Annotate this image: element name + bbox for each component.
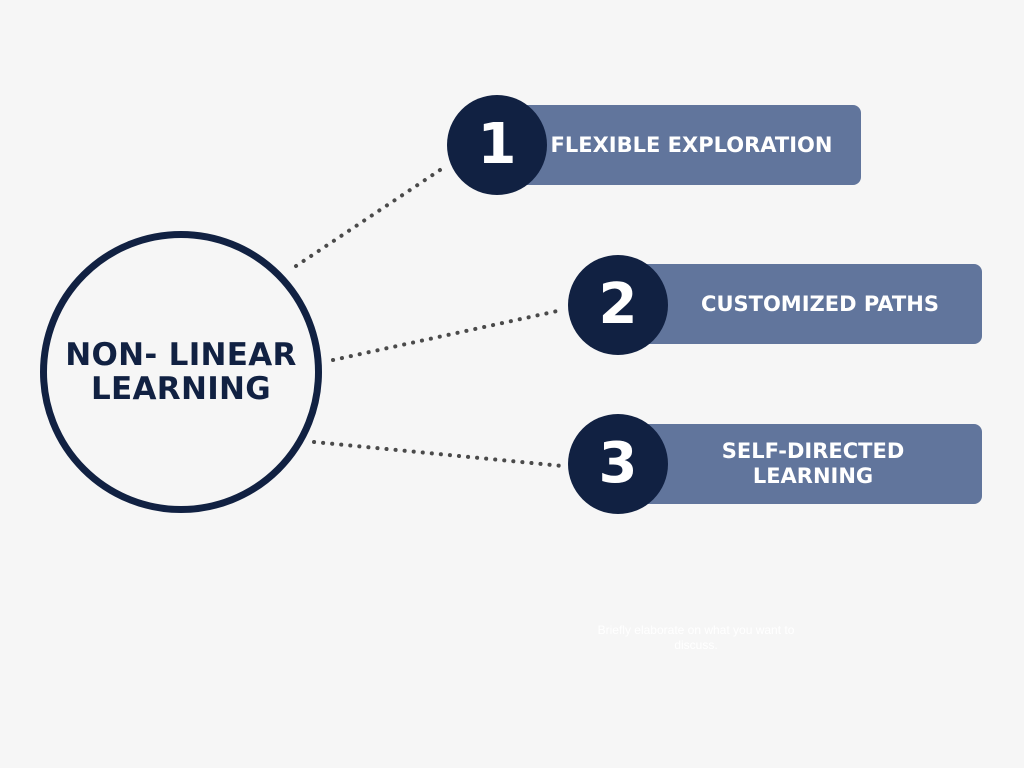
placeholder-note: Briefly elaborate on what you want to di… — [597, 623, 795, 652]
connector-line-3 — [312, 440, 564, 468]
item-3-label: SELF-DIRECTED LEARNING — [721, 439, 905, 488]
item-3-bar: SELF-DIRECTED LEARNING — [628, 424, 982, 504]
connector-line-1 — [294, 168, 442, 268]
item-1-number: 1 — [477, 112, 517, 177]
item-2-number-badge: 2 — [568, 255, 668, 355]
central-topic-circle: NON- LINEAR LEARNING — [40, 231, 322, 513]
item-2-label: CUSTOMIZED PATHS — [701, 291, 939, 316]
item-3-number: 3 — [598, 431, 638, 496]
item-1-label: FLEXIBLE EXPLORATION — [550, 132, 833, 157]
connector-line-2 — [331, 308, 564, 362]
item-2-number: 2 — [598, 272, 638, 337]
item-1-bar: FLEXIBLE EXPLORATION — [506, 105, 861, 185]
item-1-number-badge: 1 — [447, 95, 547, 195]
central-topic-title: NON- LINEAR LEARNING — [65, 337, 297, 407]
item-3-number-badge: 3 — [568, 414, 668, 514]
item-2-bar: CUSTOMIZED PATHS — [628, 264, 982, 344]
